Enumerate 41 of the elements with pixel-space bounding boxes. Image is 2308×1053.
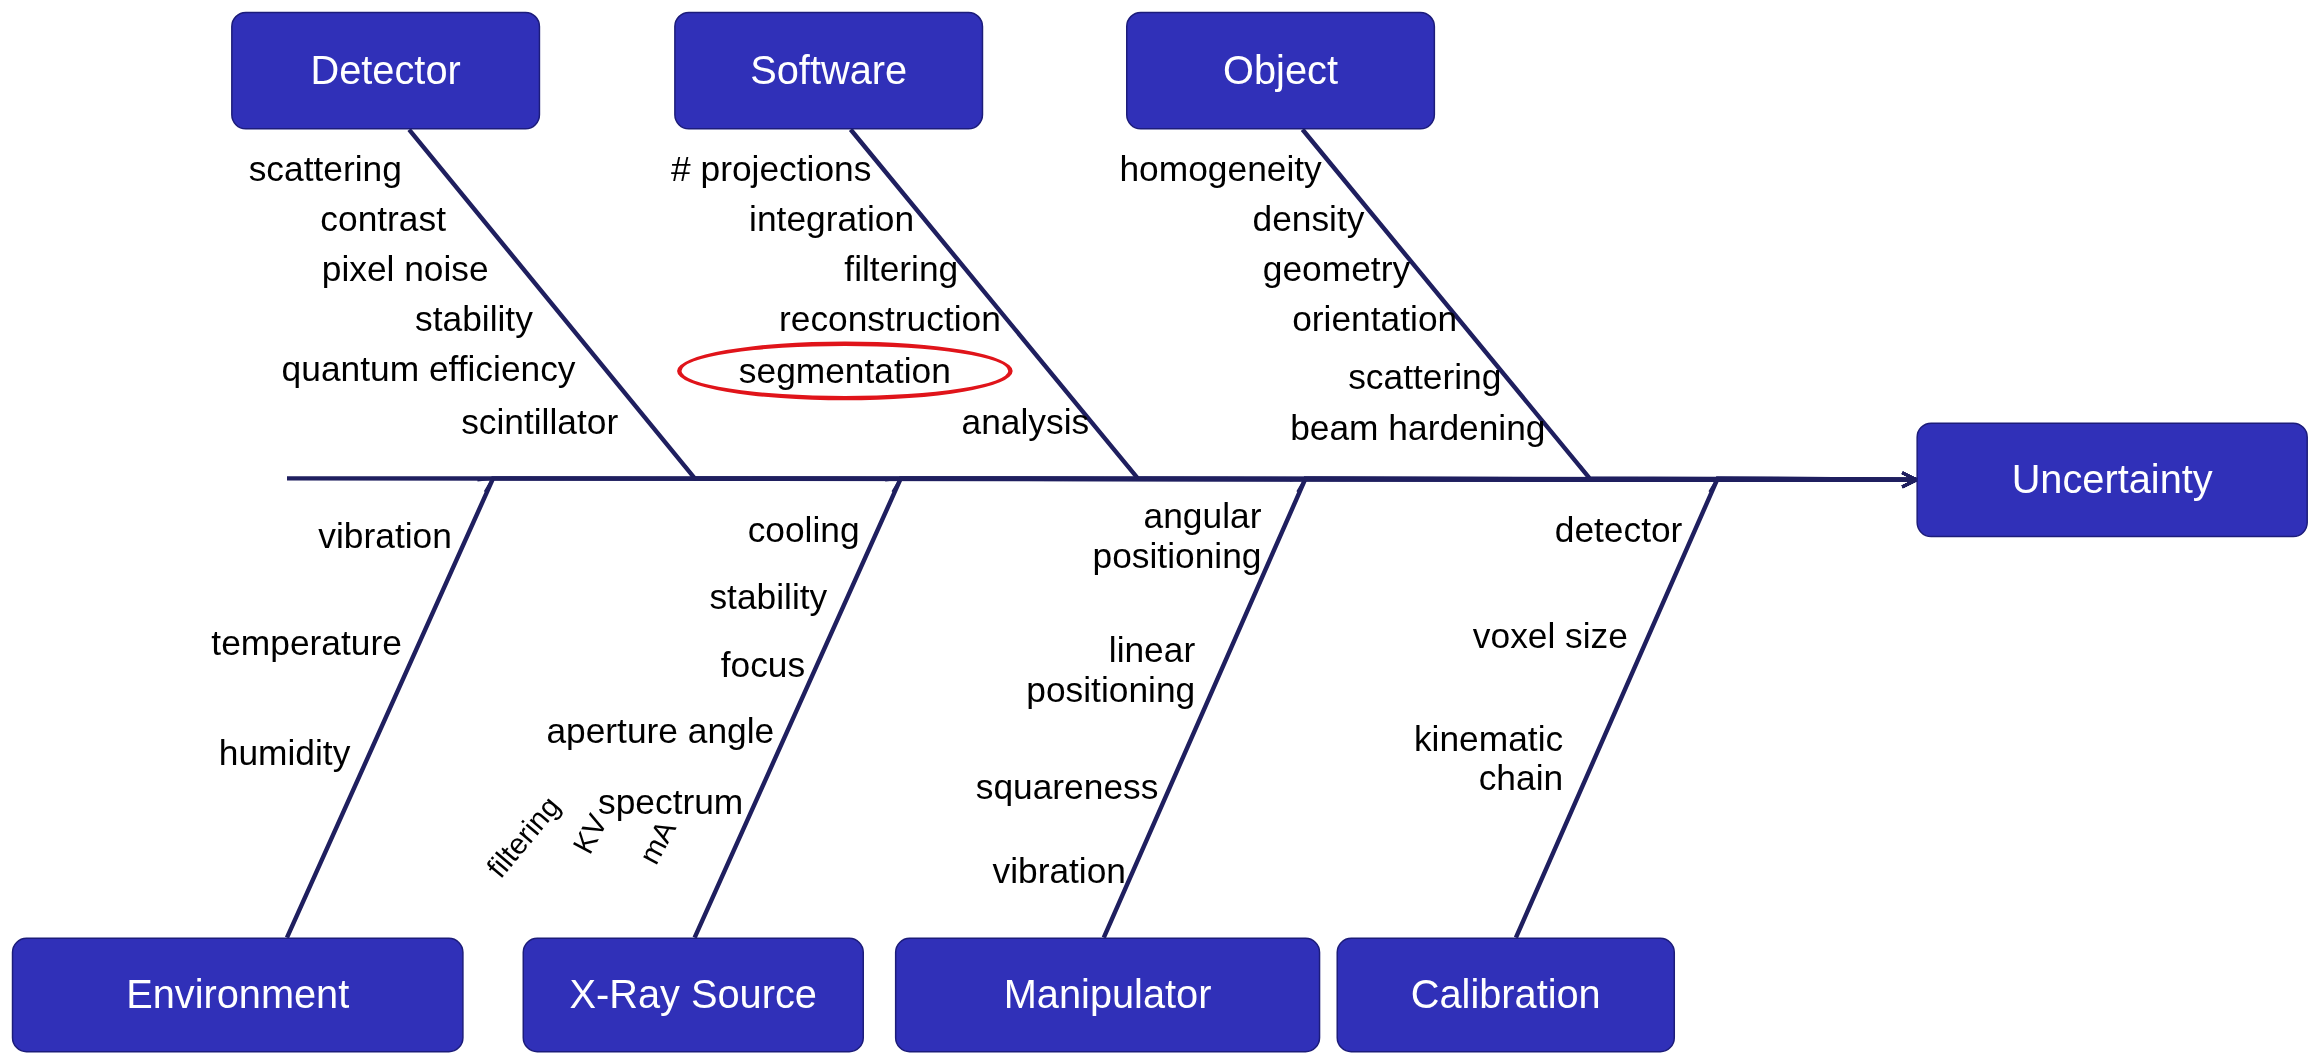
cause-label: voxel size bbox=[1472, 615, 1628, 655]
cause-label: scattering bbox=[1348, 356, 1502, 396]
cause-label: mA bbox=[632, 814, 682, 872]
cause-label: homogeneity bbox=[1119, 148, 1322, 189]
cause-label: pixel noise bbox=[321, 248, 489, 289]
cause-label: integration bbox=[749, 198, 915, 239]
cause-label: humidity bbox=[218, 733, 351, 773]
cause-label: # projections bbox=[671, 148, 872, 189]
category-box: Environment bbox=[11, 937, 464, 1053]
cause-label: stability bbox=[415, 298, 533, 339]
cause-label: stability bbox=[709, 577, 828, 617]
cause-label: detector bbox=[1554, 509, 1683, 549]
cause-label: cooling bbox=[747, 509, 860, 549]
cause-label: density bbox=[1252, 198, 1365, 239]
cause-label: contrast bbox=[320, 198, 446, 239]
cause-label: reconstruction bbox=[779, 298, 1001, 339]
cause-label: vibration bbox=[992, 850, 1126, 891]
cause-label: linear positioning bbox=[1025, 629, 1196, 710]
category-box: Software bbox=[674, 11, 984, 130]
category-box: Object bbox=[1126, 11, 1436, 130]
cause-label: geometry bbox=[1262, 248, 1411, 289]
category-box: Manipulator bbox=[894, 937, 1321, 1053]
cause-label: kinematic chain bbox=[1412, 718, 1564, 798]
cause-label: scintillator bbox=[461, 401, 619, 442]
category-box: X-Ray Source bbox=[522, 937, 864, 1053]
effect-box: Uncertainty bbox=[1916, 422, 2308, 538]
cause-label: quantum efficiency bbox=[281, 348, 576, 389]
cause-label: analysis bbox=[961, 401, 1090, 442]
cause-label: beam hardening bbox=[1290, 407, 1546, 448]
cause-label: squareness bbox=[975, 766, 1159, 807]
category-box: Detector bbox=[231, 11, 541, 130]
cause-label: aperture angle bbox=[546, 710, 775, 751]
cause-label: temperature bbox=[211, 622, 402, 663]
category-box: Calibration bbox=[1336, 937, 1675, 1053]
cause-label: focus bbox=[720, 644, 806, 685]
cause-label: scattering bbox=[248, 148, 402, 189]
highlight-ellipse: segmentation bbox=[677, 341, 1013, 401]
cause-label: angular positioning bbox=[1091, 496, 1262, 576]
cause-label: orientation bbox=[1292, 298, 1458, 339]
cause-label: filtering bbox=[844, 248, 959, 289]
cause-label: vibration bbox=[318, 515, 452, 555]
